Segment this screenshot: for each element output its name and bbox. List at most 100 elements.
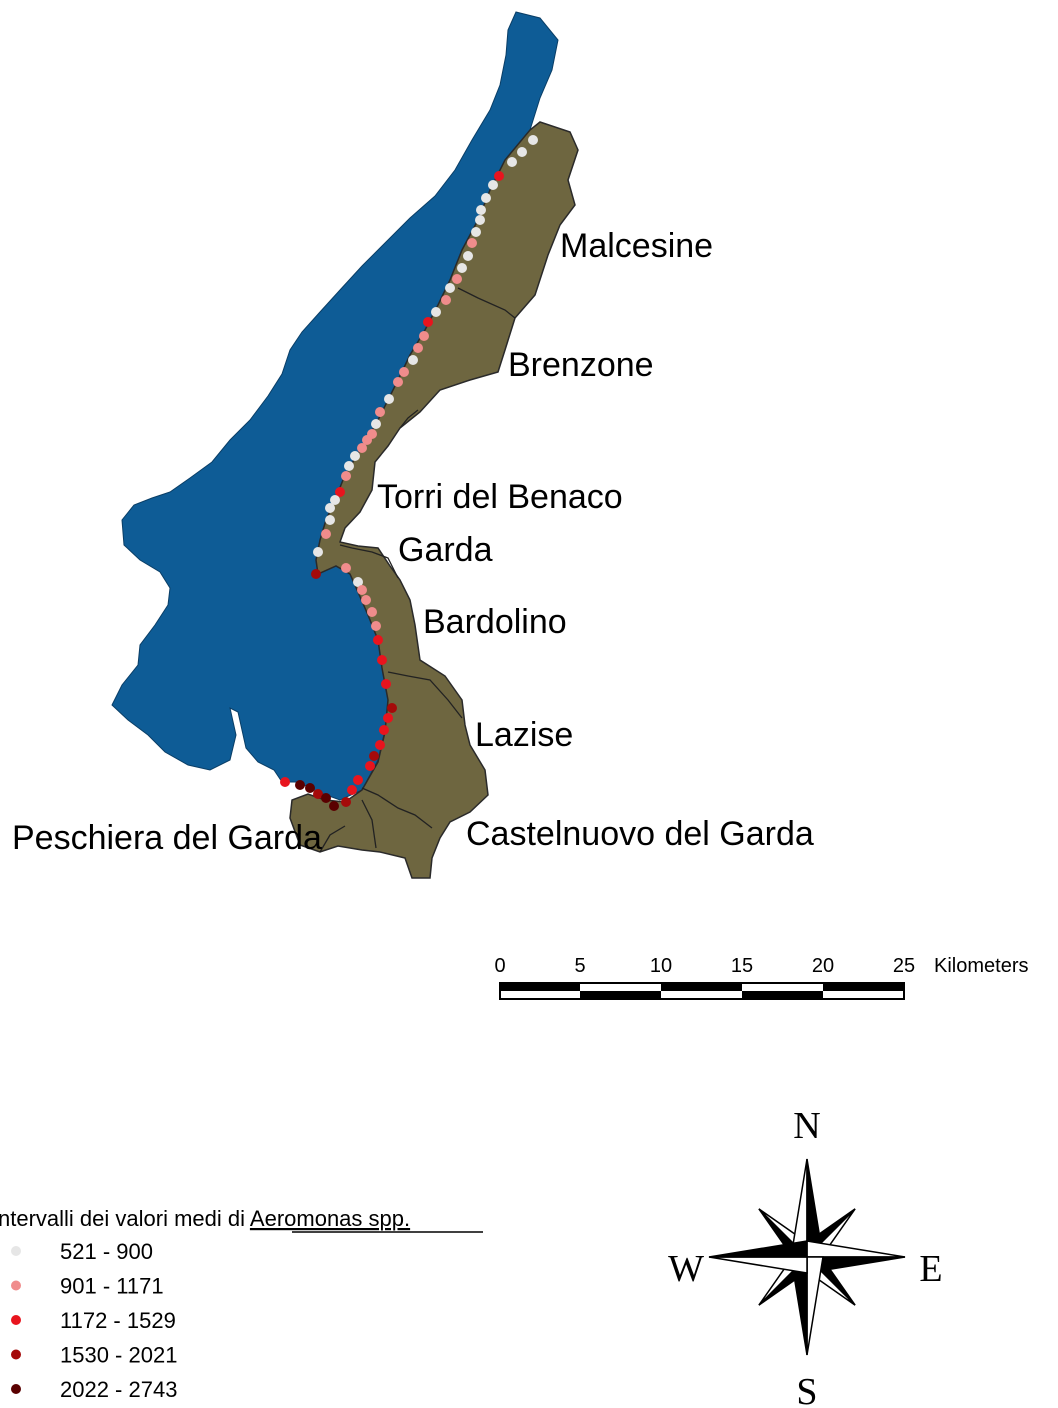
scale-tick-5: 5 — [574, 955, 585, 977]
legend-swatch — [11, 1246, 21, 1256]
sampling-point — [507, 157, 517, 167]
sampling-point — [379, 725, 389, 735]
sampling-point — [381, 679, 391, 689]
sampling-point — [399, 367, 409, 377]
sampling-point — [325, 503, 335, 513]
compass-east: E — [919, 1248, 942, 1290]
sampling-point — [373, 635, 383, 645]
sampling-points — [280, 135, 538, 811]
scale-tick-25: 25 — [893, 955, 915, 977]
legend-swatch — [11, 1384, 21, 1394]
town-label-lazise: Lazise — [475, 716, 573, 754]
town-label-bardolino: Bardolino — [423, 603, 567, 641]
town-label-castelnuovo-del-garda: Castelnuovo del Garda — [466, 815, 814, 853]
sampling-point — [431, 307, 441, 317]
legend: ntervalli dei valori medi di Aeromonas s… — [0, 1206, 483, 1402]
sampling-point — [353, 577, 363, 587]
sampling-point — [295, 780, 305, 790]
compass-rose: N S W E — [668, 1105, 943, 1408]
sampling-point — [393, 377, 403, 387]
sampling-point — [362, 435, 372, 445]
legend-title-taxon: Aeromonas spp. — [250, 1206, 410, 1231]
compass-west: W — [668, 1248, 704, 1290]
lake-garda — [111, 11, 559, 801]
sampling-point — [475, 215, 485, 225]
sampling-point — [375, 740, 385, 750]
scale-tick-15: 15 — [731, 955, 753, 977]
sampling-point — [361, 595, 371, 605]
compass-spike — [806, 1240, 906, 1258]
sampling-point — [313, 789, 323, 799]
sampling-point — [347, 785, 357, 795]
sampling-point — [341, 563, 351, 573]
sampling-point — [423, 317, 433, 327]
legend-title-prefix: ntervalli dei valori medi di — [0, 1206, 250, 1231]
sampling-point — [329, 801, 339, 811]
legend-swatch — [11, 1349, 21, 1360]
sampling-point — [350, 451, 360, 461]
sampling-point — [330, 495, 340, 505]
compass-spike — [806, 1256, 824, 1356]
legend-title: ntervalli dei valori medi di Aeromonas s… — [0, 1206, 410, 1231]
town-labels: Malcesine Brenzone Torri del Benaco Gard… — [12, 227, 814, 857]
legend-label: 521 - 900 — [60, 1239, 153, 1264]
sampling-point — [367, 607, 377, 617]
sampling-point — [365, 761, 375, 771]
sampling-point — [494, 171, 504, 181]
sampling-point — [371, 621, 381, 631]
sampling-point — [357, 443, 367, 453]
sampling-point — [383, 713, 393, 723]
sampling-point — [488, 180, 498, 190]
sampling-point — [419, 331, 429, 341]
scale-bar: 0 5 10 15 20 25 Kilometers — [494, 955, 1028, 1000]
sampling-point — [377, 655, 387, 665]
sampling-point — [280, 777, 290, 787]
scale-tick-20: 20 — [812, 955, 834, 977]
sampling-point — [471, 227, 481, 237]
town-label-garda: Garda — [398, 531, 493, 569]
town-label-torri-del-benaco: Torri del Benaco — [377, 478, 623, 516]
sampling-point — [476, 205, 486, 215]
sampling-point — [341, 471, 351, 481]
legend-swatch — [11, 1280, 21, 1291]
compass-spike — [708, 1256, 808, 1274]
sampling-point — [353, 775, 363, 785]
legend-label: 901 - 1171 — [60, 1274, 164, 1299]
town-label-malcesine: Malcesine — [560, 227, 713, 265]
sampling-point — [305, 783, 315, 793]
sampling-point — [452, 274, 462, 284]
sampling-point — [311, 569, 321, 579]
sampling-point — [481, 193, 491, 203]
compass-south: S — [796, 1371, 817, 1408]
sampling-point — [313, 547, 323, 557]
sampling-point — [441, 295, 451, 305]
scale-tick-10: 10 — [650, 955, 672, 977]
sampling-point — [463, 251, 473, 261]
sampling-point — [384, 394, 394, 404]
sampling-point — [321, 793, 331, 803]
scale-unit: Kilometers — [934, 955, 1028, 977]
sampling-point — [408, 355, 418, 365]
sampling-point — [357, 585, 367, 595]
legend-swatch — [11, 1315, 21, 1325]
sampling-point — [517, 147, 527, 157]
sampling-point — [369, 751, 379, 761]
sampling-point — [387, 703, 397, 713]
sampling-point — [375, 407, 385, 417]
compass-north: N — [793, 1105, 820, 1147]
sampling-point — [371, 419, 381, 429]
municipal-borders — [319, 287, 516, 853]
sampling-point — [457, 263, 467, 273]
sampling-point — [341, 797, 351, 807]
legend-label: 1172 - 1529 — [60, 1308, 176, 1333]
sampling-point — [325, 515, 335, 525]
sampling-point — [413, 343, 423, 353]
scale-tick-0: 0 — [494, 955, 505, 977]
sampling-point — [321, 529, 331, 539]
compass-spike — [708, 1240, 808, 1258]
town-label-brenzone: Brenzone — [508, 346, 654, 384]
sampling-point — [445, 283, 455, 293]
legend-label: 2022 - 2743 — [60, 1377, 177, 1402]
sampling-point — [335, 487, 345, 497]
